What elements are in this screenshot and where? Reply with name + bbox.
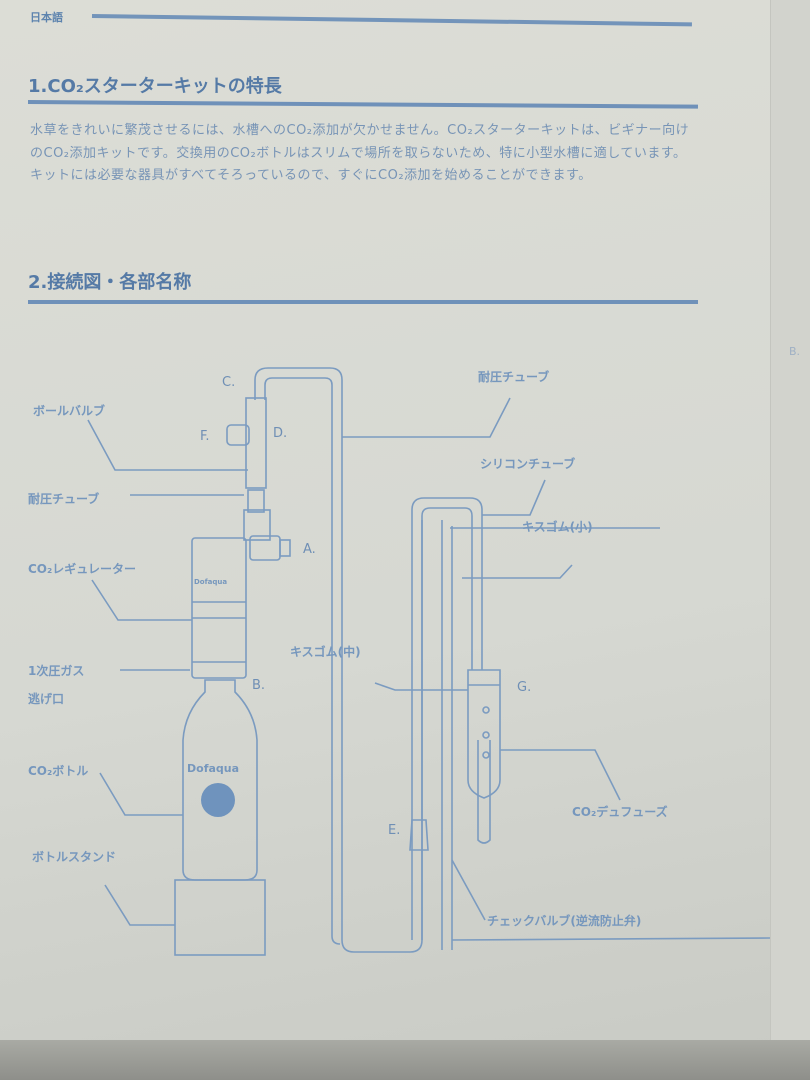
label-regulator: CO₂レギュレーター <box>28 562 137 576</box>
label-primary-gas-1: 1次圧ガス <box>28 664 85 678</box>
letter-b: B. <box>252 678 266 693</box>
section-2-rule <box>28 300 698 304</box>
label-bottle: CO₂ボトル <box>28 764 89 778</box>
label-suction-medium: キスゴム(中) <box>290 645 361 659</box>
header-rule <box>91 14 692 27</box>
manual-page: 日本語 1.CO₂スターターキットの特長 水草をきれいに繁茂させるには、水槽への… <box>0 0 790 1050</box>
check-valve <box>409 819 429 851</box>
label-suction-small: キスゴム(小) <box>522 520 593 534</box>
label-primary-gas-2: 逃げ口 <box>28 692 65 706</box>
regulator-brand: Dofaqua <box>194 578 228 586</box>
letter-g: G. <box>517 680 532 695</box>
letter-e: E. <box>388 823 401 838</box>
regulator <box>191 537 247 679</box>
label-bottle-stand: ボトルスタンド <box>32 850 117 864</box>
co2-diffuser <box>467 669 501 799</box>
label-diffuser: CO₂デュフューズ <box>572 805 668 819</box>
silicone-tube <box>411 497 483 940</box>
letter-c: C. <box>222 375 236 390</box>
side-page-mark: B. <box>789 345 801 358</box>
co2-bottle <box>182 679 258 881</box>
background-surface <box>0 1040 810 1080</box>
label-silicone-tube: シリコンチューブ <box>480 457 576 471</box>
label-check-valve: チェックバルブ(逆流防止弁) <box>487 914 642 928</box>
section-1-rule <box>27 100 698 109</box>
label-ball-valve: ボールバルブ <box>33 404 106 418</box>
label-pressure-tube-right: 耐圧チューブ <box>478 370 550 384</box>
ball-valve-lever <box>226 424 250 446</box>
letter-a: A. <box>303 542 316 557</box>
pressure-tube <box>254 367 423 953</box>
bottle-stand <box>174 879 266 956</box>
bottle-logo <box>201 783 235 817</box>
section-1-body: 水草をきれいに繁茂させるには、水槽へのCO₂添加が欠かせません。CO₂スターター… <box>30 123 690 183</box>
connector <box>243 509 271 541</box>
section-1-title: 1.CO₂スターターキットの特長 <box>28 76 282 97</box>
section-2-title: 2.接続図・各部名称 <box>28 272 192 293</box>
letter-f: F. <box>200 429 210 444</box>
bottle-brand: Dofaqua <box>187 762 240 775</box>
adjacent-page: B. <box>770 0 810 1080</box>
connection-diagram <box>87 367 770 956</box>
letter-d: D. <box>273 426 288 441</box>
label-pressure-tube-left: 耐圧チューブ <box>28 492 100 506</box>
language-label: 日本語 <box>30 11 63 24</box>
ball-valve-body <box>245 397 267 489</box>
